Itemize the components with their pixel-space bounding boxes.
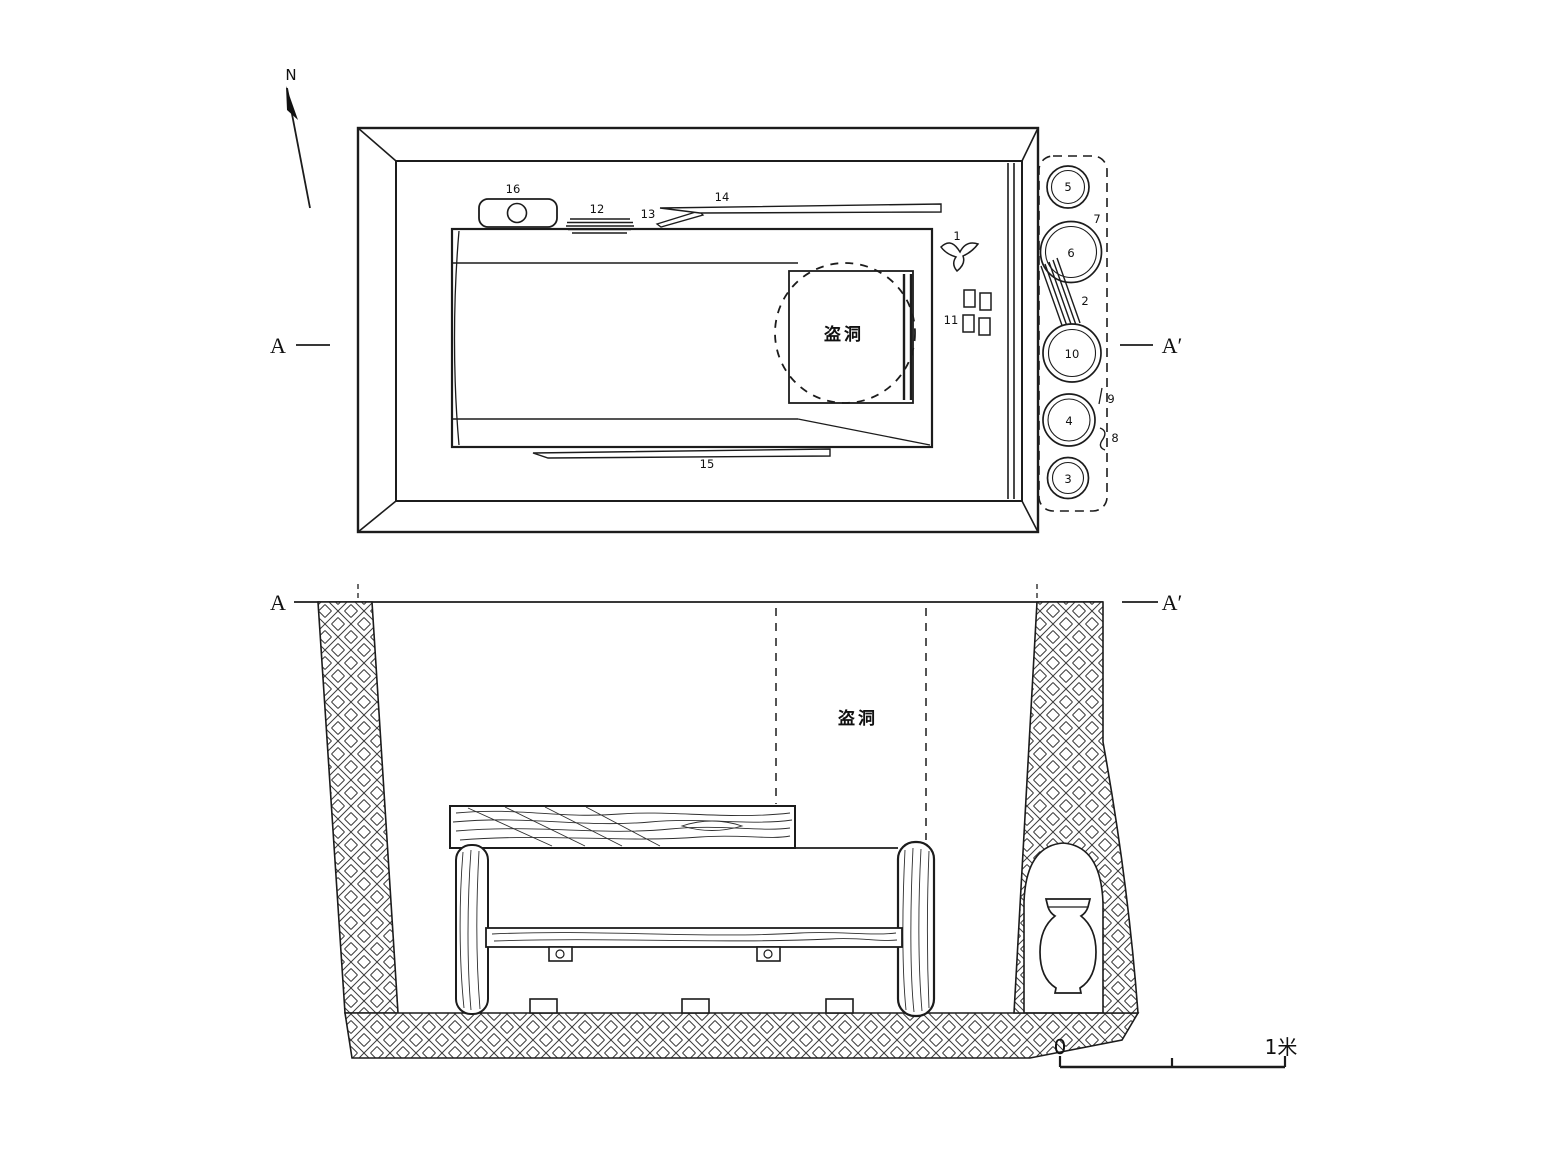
artifact-15-rod: 15 <box>532 448 831 471</box>
svg-text:16: 16 <box>506 182 521 196</box>
niche-pot <box>1039 898 1097 994</box>
vessel-6: 6 <box>1039 220 1103 284</box>
artifact-16-box: 16 <box>478 182 558 228</box>
vessel-9-label: 9 <box>1107 392 1114 406</box>
section-marker-a: A <box>270 590 286 615</box>
svg-text:14: 14 <box>715 190 730 204</box>
artifact-13-sliver: 13 <box>641 207 705 228</box>
plan-marker-a: A <box>270 333 286 358</box>
svg-text:6: 6 <box>1067 246 1074 260</box>
plan-marker-a-prime: A′ <box>1162 333 1183 358</box>
vessel-5: 5 <box>1046 165 1090 209</box>
niche-dashed-outline <box>1038 155 1108 512</box>
svg-text:12: 12 <box>590 202 605 216</box>
svg-text:4: 4 <box>1065 414 1072 428</box>
artifact-8-curl <box>1099 427 1106 451</box>
plan-view: 盗洞 16 12 13 14 1 <box>270 126 1182 534</box>
coffin-plan <box>450 227 934 449</box>
artifact-11-plaques: 11 <box>944 289 992 336</box>
robber-hole-plan: 盗洞 <box>774 262 916 404</box>
robber-hole-section: 盗洞 <box>775 608 927 840</box>
artifact-14-rod: 14 <box>659 190 942 214</box>
section-marker-a-prime: A′ <box>1162 590 1183 615</box>
svg-text:5: 5 <box>1064 180 1071 194</box>
coffin-bottom-plank <box>485 927 903 948</box>
svg-text:3: 3 <box>1064 472 1071 486</box>
scale-zero-label: 0 <box>1054 1035 1067 1059</box>
artifact-9-mark <box>1098 387 1103 405</box>
vessel-niche-plan: 5 7 6 2 10 9 <box>1038 155 1119 512</box>
vessel-4: 4 <box>1042 393 1096 447</box>
right-wall-hatch-with-niche <box>1013 601 1139 1014</box>
pit-corner-lines <box>357 127 1039 533</box>
artifact-1-fork: 1 <box>940 229 980 273</box>
coffin-left-end-board <box>455 844 489 1015</box>
plank-supports <box>548 946 781 962</box>
section-view: A A′ <box>270 584 1298 1069</box>
artifact-2-bundle <box>1040 257 1081 332</box>
svg-text:11: 11 <box>944 313 959 327</box>
coffin-feet <box>529 998 854 1014</box>
left-wall-hatch <box>317 601 399 1014</box>
scale-bar: 0 1米 <box>1054 1035 1298 1069</box>
plan-section-markers: A A′ <box>270 333 1182 358</box>
svg-text:13: 13 <box>641 207 656 221</box>
robber-hole-label: 盗洞 <box>824 324 864 345</box>
floor-hatch <box>344 1012 1140 1059</box>
svg-text:10: 10 <box>1065 347 1080 361</box>
chamber-east-wall-lines <box>1007 163 1015 499</box>
inner-coffin-exposed <box>788 270 914 404</box>
vessel-7-label: 7 <box>1093 212 1100 226</box>
vessel-10: 10 <box>1042 323 1102 383</box>
robber-hole-circle <box>774 262 916 404</box>
svg-text:15: 15 <box>700 457 715 471</box>
artifact-12-slips: 12 <box>566 202 634 234</box>
scale-unit-label: 1米 <box>1265 1035 1298 1059</box>
north-label: N <box>285 66 296 84</box>
vessel-3: 3 <box>1046 456 1090 500</box>
coffin-right-end-board <box>896 840 936 1018</box>
chamber-lid-plank <box>449 805 796 849</box>
vessel-2-label: 2 <box>1081 294 1088 308</box>
svg-text:1: 1 <box>953 229 960 243</box>
coffin-section <box>449 805 936 1018</box>
north-arrow-icon: N <box>285 66 311 209</box>
robber-hole-label-section: 盗洞 <box>838 708 878 729</box>
vessel-8-label: 8 <box>1111 431 1118 445</box>
north-arrowhead <box>286 86 298 120</box>
